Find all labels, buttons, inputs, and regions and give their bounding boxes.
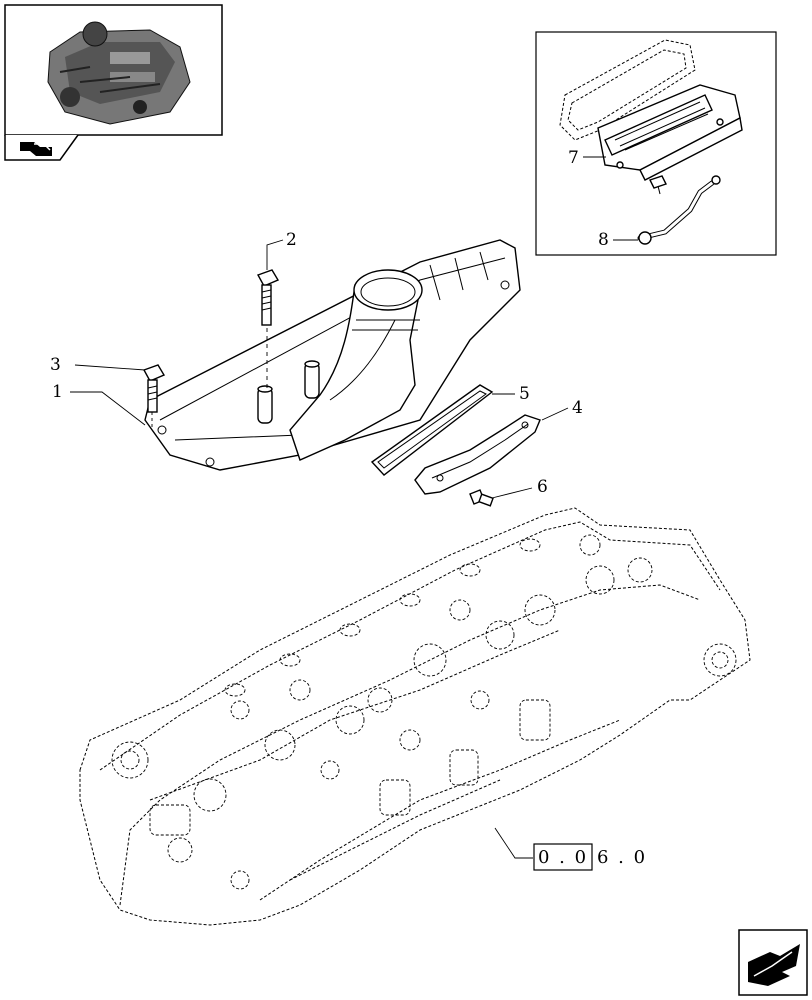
section-reference[interactable]: 0 . 0 6 . 0: [533, 843, 647, 871]
next-page-arrow-icon[interactable]: [738, 929, 808, 996]
section-reference-tail: 6 . 0: [597, 847, 647, 868]
callout-3: 3: [50, 355, 61, 375]
callout-2: 2: [286, 230, 297, 250]
bolt-3: [74, 364, 166, 430]
callout-1: 1: [52, 382, 63, 402]
engine-thumbnail-icon[interactable]: [4, 4, 223, 161]
back-arrow-icon[interactable]: [20, 142, 52, 156]
inset-view: [535, 31, 777, 256]
callout-8: 8: [598, 230, 609, 250]
bolt-2: [256, 239, 284, 388]
spacer-4: [414, 407, 569, 495]
callout-5: 5: [519, 384, 530, 404]
screw-6: [469, 487, 533, 507]
callout-6: 6: [537, 477, 548, 497]
callout-7: 7: [568, 148, 579, 168]
section-reference-boxed: 0 . 0: [538, 847, 588, 868]
cylinder-head: [79, 507, 751, 926]
gasket-5: [370, 384, 515, 476]
callout-4: 4: [572, 398, 583, 418]
intake-manifold: [144, 239, 521, 471]
